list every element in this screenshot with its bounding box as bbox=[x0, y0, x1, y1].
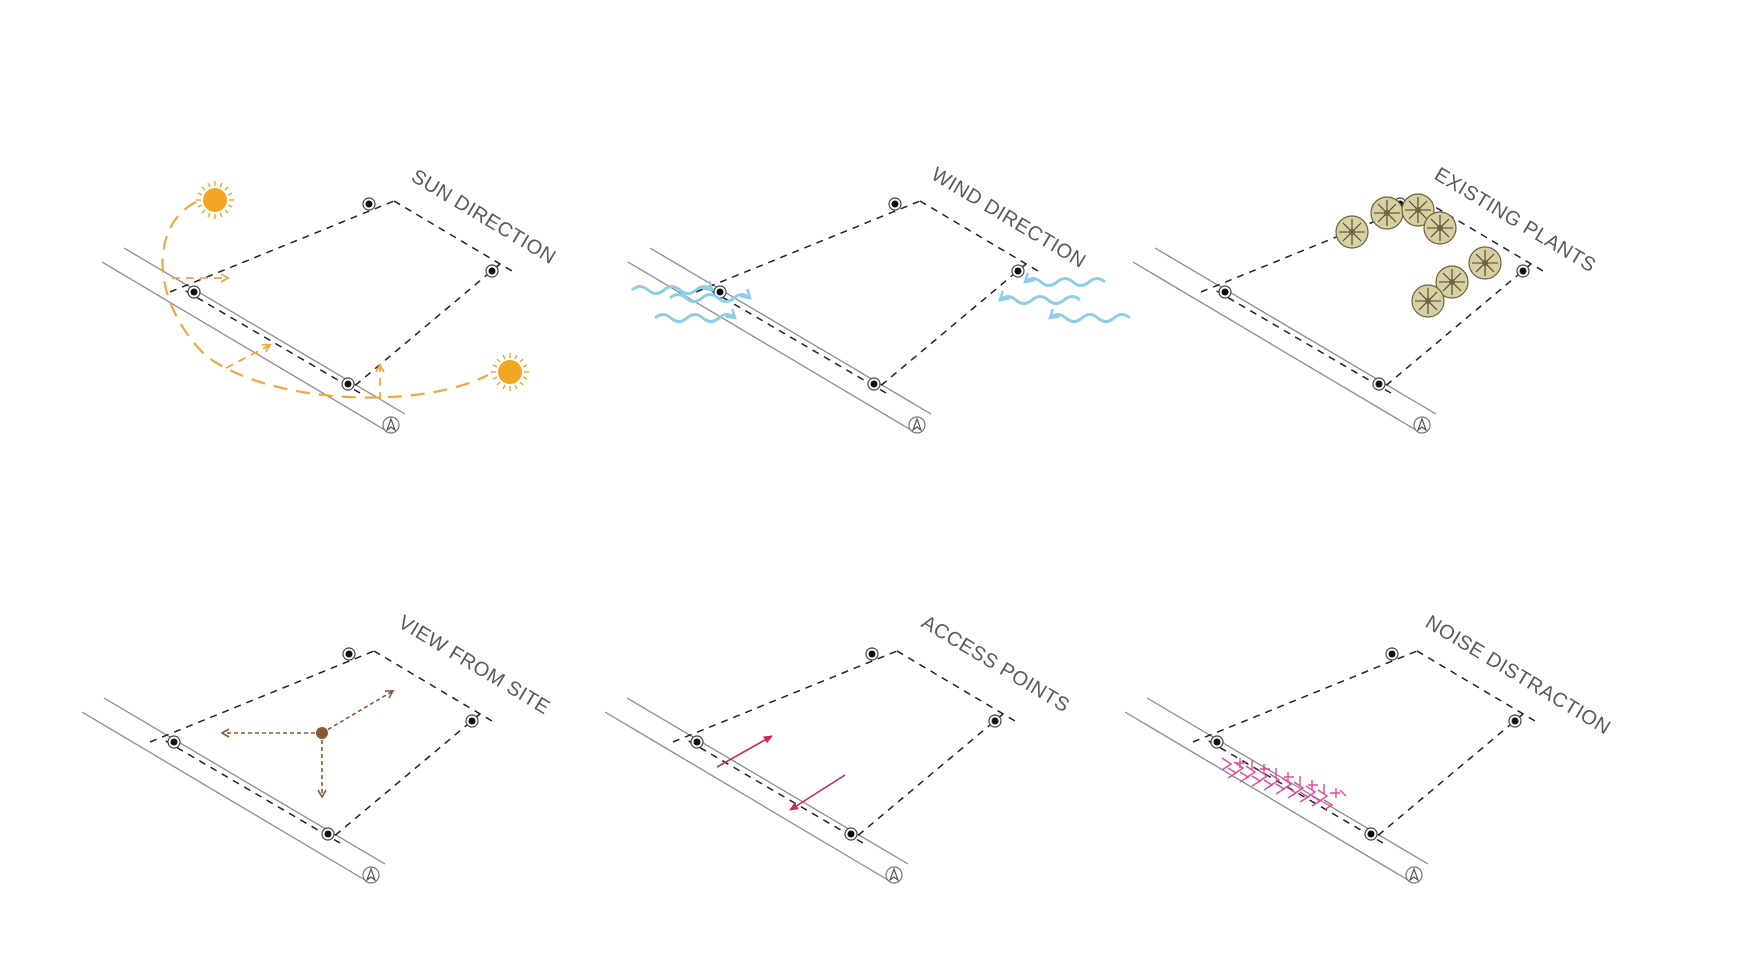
sun-icon bbox=[195, 180, 235, 220]
panel-view-from-site: VIEW FROM SITE bbox=[81, 611, 554, 884]
panel-access-points: ACCESS POINTS bbox=[604, 611, 1073, 884]
panel-title: ACCESS POINTS bbox=[917, 611, 1073, 717]
panel-title: VIEW FROM SITE bbox=[394, 611, 553, 719]
tree-icon bbox=[1468, 246, 1502, 280]
wind-icon bbox=[632, 287, 750, 322]
panel-existing-plants: EXISTING PLANTS bbox=[1132, 163, 1600, 434]
viewpoint-marker bbox=[316, 727, 328, 739]
tree-icon bbox=[1411, 284, 1445, 318]
panel-title: EXISTING PLANTS bbox=[1430, 163, 1599, 277]
sun-path bbox=[161, 201, 489, 399]
view-lines bbox=[220, 690, 395, 799]
sun-icon bbox=[490, 352, 530, 392]
wind-icon bbox=[1000, 279, 1130, 322]
plants-group bbox=[1335, 193, 1502, 318]
tree-icon bbox=[1370, 196, 1404, 230]
panel-noise-distraction: NOISE DISTRACTION bbox=[1124, 611, 1614, 884]
panel-wind-direction: WIND DIRECTION bbox=[627, 163, 1130, 434]
noise-hatch bbox=[1221, 757, 1347, 811]
panel-title: WIND DIRECTION bbox=[927, 163, 1089, 272]
access-arrows bbox=[716, 735, 846, 811]
panel-sun-direction: SUN DIRECTION bbox=[101, 165, 560, 434]
tree-icon bbox=[1335, 215, 1369, 249]
tree-icon bbox=[1423, 211, 1457, 245]
sun-rays bbox=[172, 273, 385, 400]
panel-title: SUN DIRECTION bbox=[407, 165, 559, 268]
